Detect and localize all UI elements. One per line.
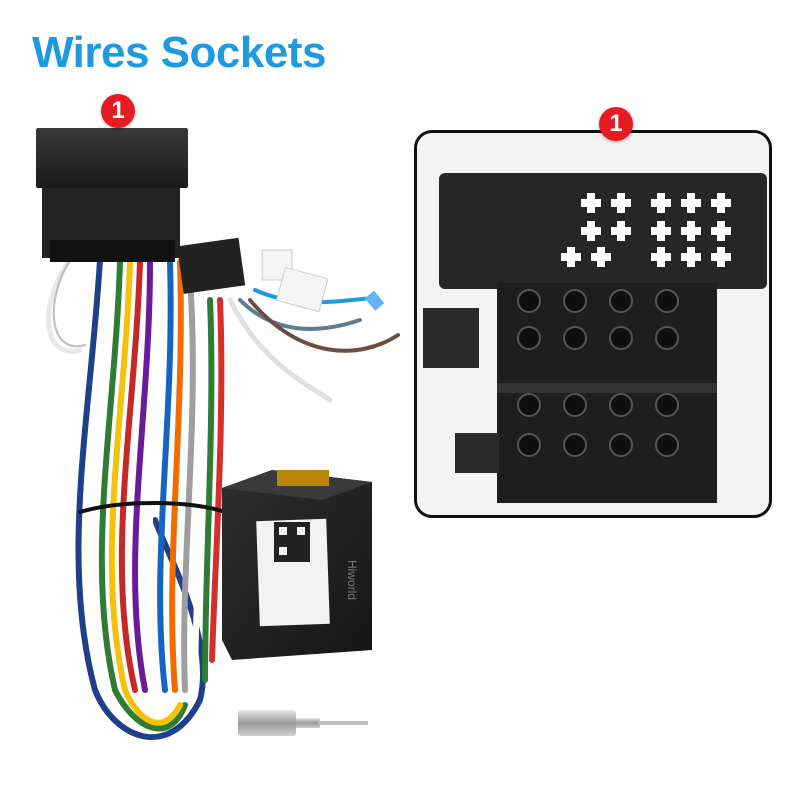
- decoder-module: Hiworld: [222, 470, 372, 660]
- wire-bundle: [46, 257, 400, 740]
- callout-badge-left: 1: [101, 94, 135, 128]
- connector-closeup: [423, 173, 767, 503]
- bottom-pin-grid: [517, 289, 679, 457]
- callout-badge-right: 1: [599, 107, 633, 141]
- top-pin-grid: [561, 193, 731, 267]
- antenna-adapter: [238, 710, 368, 736]
- page-title: Wires Sockets: [32, 28, 326, 77]
- connector-zoom-frame: [414, 130, 772, 518]
- main-connector: [36, 128, 188, 262]
- small-connectors: [177, 237, 385, 313]
- module-brand: Hiworld: [345, 560, 359, 600]
